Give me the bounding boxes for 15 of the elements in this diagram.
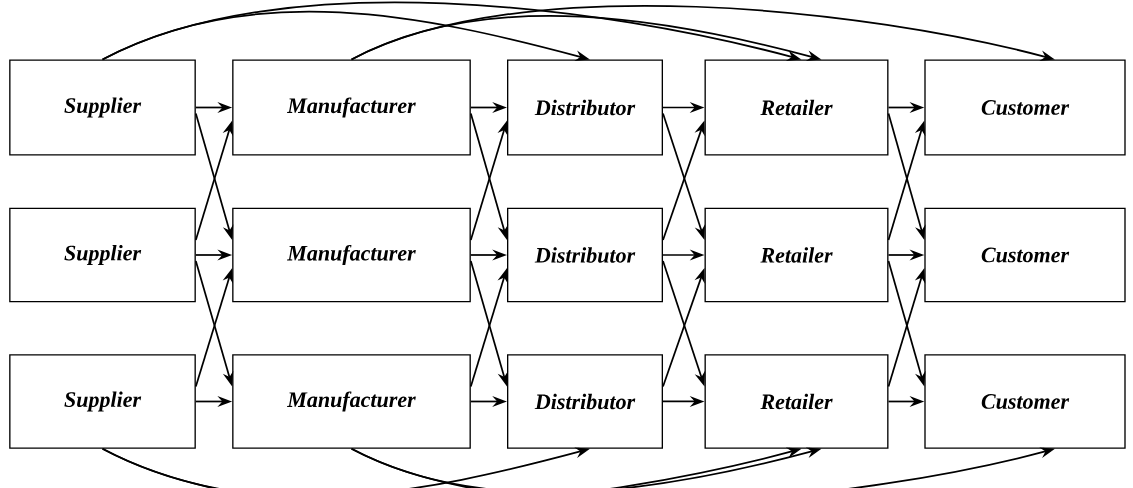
process-box: Manufacturer (232, 354, 471, 449)
process-box: Customer (924, 354, 1126, 449)
process-box: Retailer (704, 207, 889, 303)
process-box: Supplier (9, 59, 196, 156)
process-box: Customer (924, 207, 1126, 303)
process-box: Customer (924, 59, 1126, 156)
process-box: Distributor (507, 207, 663, 303)
process-box: Retailer (704, 354, 889, 449)
process-box: Supplier (9, 207, 196, 303)
process-box: Manufacturer (232, 59, 471, 156)
process-box: Distributor (507, 59, 663, 156)
process-box: Distributor (507, 354, 663, 449)
process-box: Supplier (9, 354, 196, 449)
process-box: Retailer (704, 59, 889, 156)
process-box: Manufacturer (232, 207, 471, 303)
